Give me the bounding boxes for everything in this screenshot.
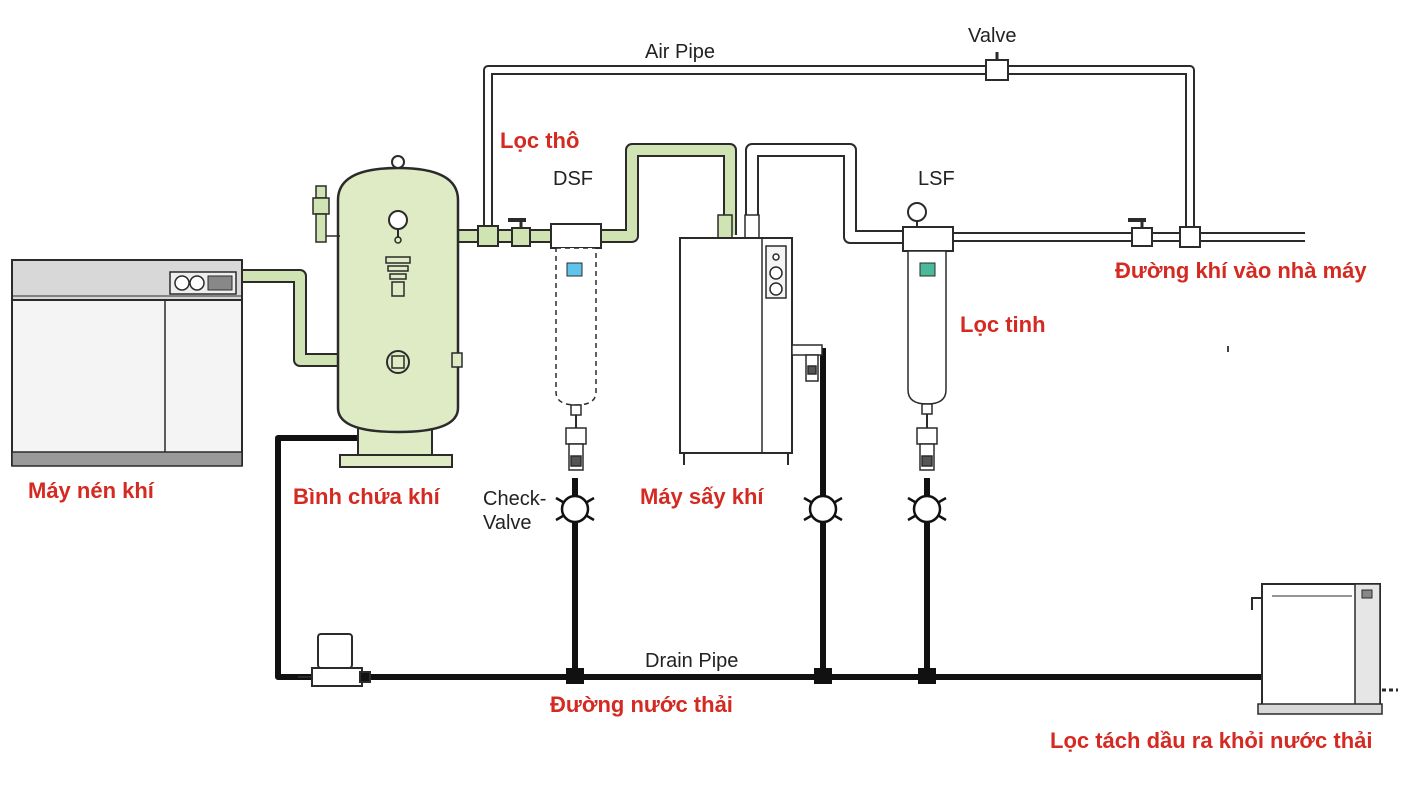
oil-water-separator-label: Lọc tách dầu ra khỏi nước thải xyxy=(1050,728,1373,753)
auto-drain-icon xyxy=(565,427,587,471)
dryer-drain-valve-icon xyxy=(791,344,823,382)
gauge-icon xyxy=(174,275,205,291)
pressure-gauge-icon xyxy=(388,210,408,244)
drain-junctions xyxy=(566,668,936,684)
check-valve-icon[interactable] xyxy=(555,494,595,524)
air-pipe-label: Air Pipe xyxy=(645,41,715,63)
air-pipe-dryer-to-lsf xyxy=(745,143,905,244)
coarse-filter-label: Lọc thô xyxy=(500,128,579,153)
air-pipe-compressor-to-tank xyxy=(242,269,340,367)
dryer-label: Máy sấy khí xyxy=(640,484,764,509)
bypass-valve-icon[interactable] xyxy=(985,52,1009,81)
check-valve-label-line1: Check- xyxy=(483,488,546,510)
ball-valve-icon[interactable] xyxy=(508,218,531,247)
auto-drain-icon xyxy=(916,427,938,471)
compressor-label: Máy nén khí xyxy=(28,478,155,503)
display-panel-icon xyxy=(207,275,233,291)
dsf-filter xyxy=(550,223,602,471)
tee-fitting-icon xyxy=(1179,226,1201,248)
check-valve-icon[interactable] xyxy=(907,494,947,524)
safety-valve-icon xyxy=(312,185,340,243)
oil-water-separator xyxy=(1251,583,1398,715)
check-valve-icon[interactable] xyxy=(803,494,843,524)
pressure-gauge-icon xyxy=(907,202,927,228)
factory-air-line-label: Đường khí vào nhà máy xyxy=(1115,258,1367,283)
drain-line-label: Đường nước thải xyxy=(550,692,733,717)
air-pipe-bypass xyxy=(483,65,1195,243)
air-receiver-tank xyxy=(312,155,463,468)
manhole-icon xyxy=(386,350,410,374)
air-dryer xyxy=(679,214,823,465)
tank-label: Bình chứa khí xyxy=(293,484,441,509)
check-valve-label-line2: Valve xyxy=(483,512,532,534)
lsf-filter xyxy=(902,202,954,471)
nameplate-icon xyxy=(385,256,411,297)
drain-pipe-label: Drain Pipe xyxy=(645,650,738,672)
outlet-valve-icon[interactable] xyxy=(1128,218,1153,247)
gauge-icon xyxy=(769,253,783,296)
air-compressor xyxy=(11,259,243,467)
tee-fitting-icon xyxy=(477,225,499,247)
valve-label: Valve xyxy=(968,25,1017,47)
air-pipe-dsf-to-dryer xyxy=(600,143,737,243)
lsf-label: LSF xyxy=(918,168,955,190)
dsf-label: DSF xyxy=(553,168,593,190)
lifting-eye-icon xyxy=(391,155,405,169)
drain-trap-icon[interactable] xyxy=(298,633,371,687)
fine-filter-label: Lọc tinh xyxy=(960,312,1046,337)
